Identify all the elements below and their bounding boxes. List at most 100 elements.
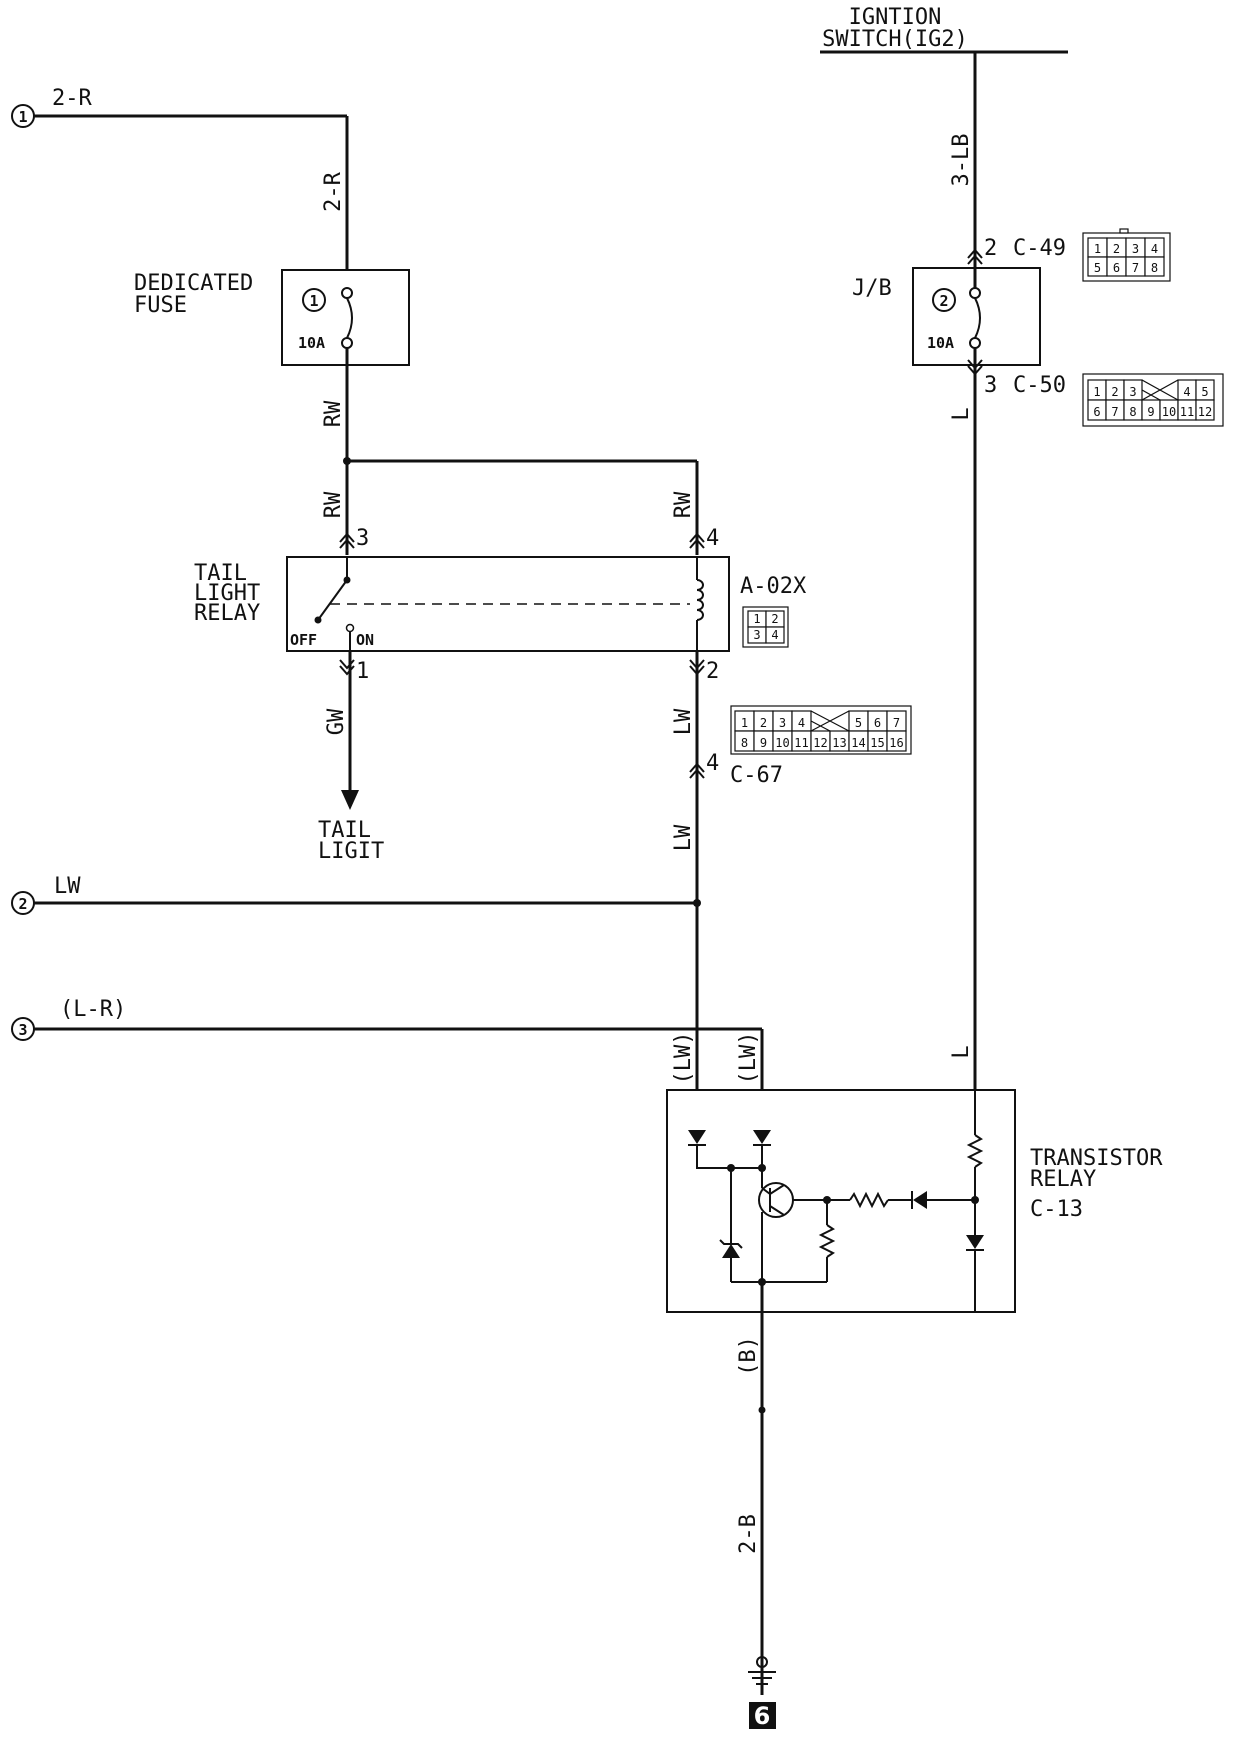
transistor-emitter xyxy=(769,1205,785,1216)
c50-pin-7-cell-label: 7 xyxy=(1111,405,1118,419)
relay-switch-blade xyxy=(317,579,348,621)
wire-label-lw-paren2: (LW) xyxy=(736,1032,761,1085)
c50-pin: 3 xyxy=(984,373,997,398)
c67-pin-12-cell-label: 12 xyxy=(813,736,827,750)
c67-pin-15-cell-label: 15 xyxy=(870,736,884,750)
tail-light-label-line2: LIGIT xyxy=(318,839,384,864)
c50-pin-1-cell-label: 1 xyxy=(1093,385,1100,399)
jb-fuse-element xyxy=(974,297,981,339)
c50-pin-12-cell xyxy=(1195,399,1215,421)
c67-pin-13-cell-label: 13 xyxy=(832,736,846,750)
relay-pin4-mark xyxy=(689,532,705,549)
c50-pin-12-cell-label: 12 xyxy=(1198,405,1212,419)
c67-pin-1-cell-label: 1 xyxy=(741,716,748,730)
transistor-relay-label-line3: C-13 xyxy=(1030,1197,1083,1222)
c67-pin-16-cell xyxy=(886,730,907,752)
connection-1-label: 2-R xyxy=(52,86,92,111)
c67-pin-16-cell-label: 16 xyxy=(889,736,903,750)
c49-pin-7-cell-label: 7 xyxy=(1132,261,1139,275)
wire-label-b: (B) xyxy=(736,1336,761,1376)
relay-off-label: OFF xyxy=(290,631,317,649)
c50-pin-8-cell-label: 8 xyxy=(1129,405,1136,419)
c67-pin-6-cell-label: 6 xyxy=(874,716,881,730)
wire-label-lw-paren1: (LW) xyxy=(671,1032,696,1085)
c49-pin: 2 xyxy=(984,236,997,261)
wire-label-rw2: RW xyxy=(321,491,346,518)
c50-pin-5-cell-label: 5 xyxy=(1201,385,1208,399)
c67-pin-5-cell-label: 5 xyxy=(855,716,862,730)
input-diode-1 xyxy=(688,1130,706,1144)
wire-label-l2: L xyxy=(949,1045,974,1058)
junction-tr-2 xyxy=(758,1164,766,1172)
c67-pin: 4 xyxy=(706,751,719,776)
c67-pin-8-cell-label: 8 xyxy=(741,736,748,750)
dedicated-fuse-label-line2: FUSE xyxy=(134,293,187,318)
ground-number-badge xyxy=(749,1702,776,1729)
zener-diode xyxy=(722,1244,740,1258)
tail-light-relay-label-line2: LIGHT xyxy=(194,581,260,606)
c67-mark xyxy=(689,762,705,779)
relay-pin1: 1 xyxy=(356,659,369,684)
relay-pin4: 4 xyxy=(706,526,719,551)
jb-fuse-number: 2 xyxy=(939,292,948,310)
c67-pin-14-cell-label: 14 xyxy=(851,736,865,750)
c67-pin-3-cell-label: 3 xyxy=(779,716,786,730)
c50-pin-2-cell-label: 2 xyxy=(1111,385,1118,399)
dedicated-fuse-label-line1: DEDICATED xyxy=(134,271,253,296)
a02x-pin-4-cell xyxy=(765,626,785,644)
a02x-pin-3-cell-label: 3 xyxy=(753,628,760,642)
relay-coil xyxy=(696,579,704,621)
relay-pin2: 2 xyxy=(706,659,719,684)
series-resistor xyxy=(849,1191,889,1209)
tail-light-arrow xyxy=(341,790,359,810)
c67-name: C-67 xyxy=(730,763,783,788)
ground-terminal xyxy=(756,1656,768,1668)
c50-pin-9-cell-label: 9 xyxy=(1147,405,1154,419)
a02x-pin-1-cell-label: 1 xyxy=(753,612,760,626)
c50-name: C-50 xyxy=(1013,373,1066,398)
c67-blank xyxy=(810,710,850,732)
c50-pin-3-cell-label: 3 xyxy=(1129,385,1136,399)
relay-pin1-mark xyxy=(339,659,355,676)
transistor-collector-lead xyxy=(761,1187,771,1195)
wire-label-l1: L xyxy=(949,407,974,420)
dedicated-fuse-element xyxy=(346,297,353,339)
c50-pin-6-cell-label: 6 xyxy=(1093,405,1100,419)
wire-label-2b: 2-B xyxy=(736,1514,761,1554)
relay-pin3: 3 xyxy=(356,526,369,551)
c49-pin-2-cell-label: 2 xyxy=(1113,242,1120,256)
l-resistor xyxy=(966,1134,984,1168)
c49-pin-1-cell-label: 1 xyxy=(1094,242,1101,256)
transistor-relay-label-line2: RELAY xyxy=(1030,1167,1096,1192)
c67-pin-9-cell-label: 9 xyxy=(760,736,767,750)
dedicated-fuse-number-circle xyxy=(302,288,326,312)
wire-label-2r: 2-R xyxy=(321,171,346,211)
c67-pin-10-cell-label: 10 xyxy=(775,736,789,750)
jb-fuse-number-circle xyxy=(932,288,956,312)
c49-pin-8-cell xyxy=(1144,256,1165,277)
tail-light-relay-label-line1: TAIL xyxy=(194,561,247,586)
base-resistor-down xyxy=(818,1224,836,1258)
c49-name: C-49 xyxy=(1013,236,1066,261)
relay-pin3-mark xyxy=(339,532,355,549)
input-join-1 xyxy=(696,1145,762,1169)
ignition-label-line2: SWITCH(IG2) xyxy=(822,27,968,52)
connection-3-label: (L-R) xyxy=(60,997,126,1022)
wire-label-lw1: LW xyxy=(671,708,696,735)
wire-label-3lb: 3-LB xyxy=(949,134,974,187)
a02x-pin-2-cell-label: 2 xyxy=(771,612,778,626)
input-diode-2 xyxy=(753,1130,771,1144)
relay-connector-name: A-02X xyxy=(740,574,807,599)
a02x-pin-4-cell-label: 4 xyxy=(771,628,778,642)
dedicated-fuse-rating: 10A xyxy=(298,334,325,352)
jb-fuse-rating: 10A xyxy=(927,334,954,352)
connection-2-num: 2 xyxy=(18,895,27,913)
junction-lw xyxy=(693,899,701,907)
c67-pin-11-cell-label: 11 xyxy=(794,736,808,750)
tail-light-relay-label-line3: RELAY xyxy=(194,601,260,626)
relay-on-label: ON xyxy=(356,631,374,649)
